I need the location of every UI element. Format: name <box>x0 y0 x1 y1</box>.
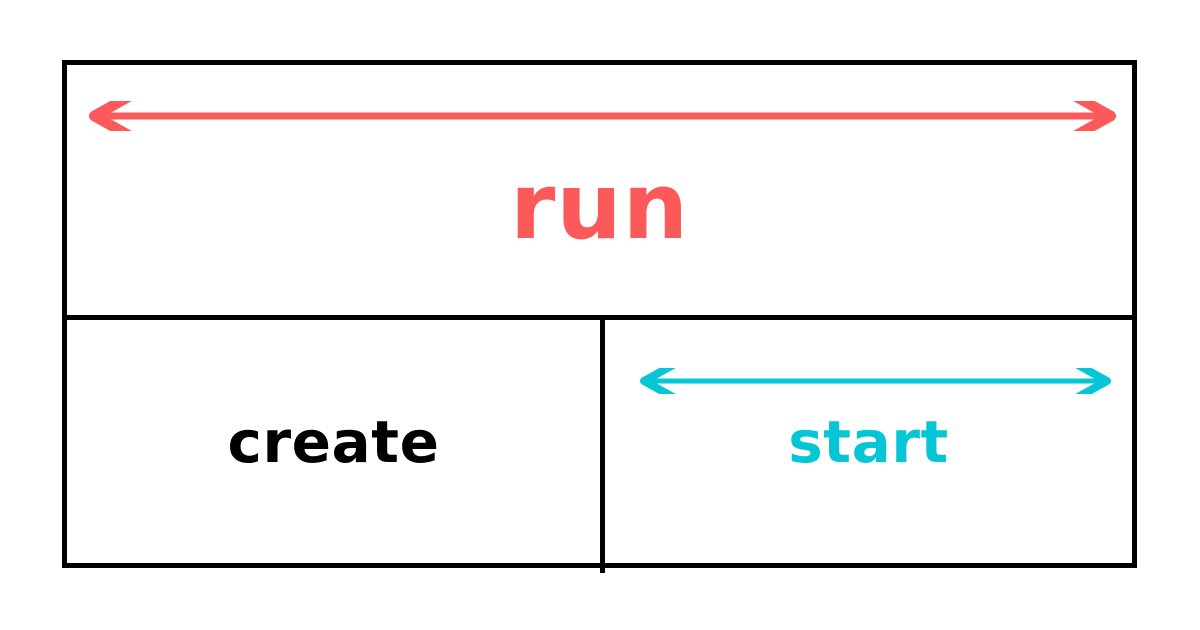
run-span-arrow <box>75 101 1130 131</box>
start-span-arrow <box>628 368 1123 394</box>
run-arrow-svg <box>75 101 1130 131</box>
cell-start: start <box>605 320 1132 573</box>
label-start: start <box>788 408 949 476</box>
label-create: create <box>227 408 440 476</box>
row-run: run <box>67 65 1132 320</box>
label-run: run <box>509 153 690 260</box>
cell-create: create <box>67 320 605 573</box>
row-create-start: create <box>67 320 1132 573</box>
diagram-frame: run create <box>62 60 1137 573</box>
start-arrow-svg <box>640 368 1112 394</box>
